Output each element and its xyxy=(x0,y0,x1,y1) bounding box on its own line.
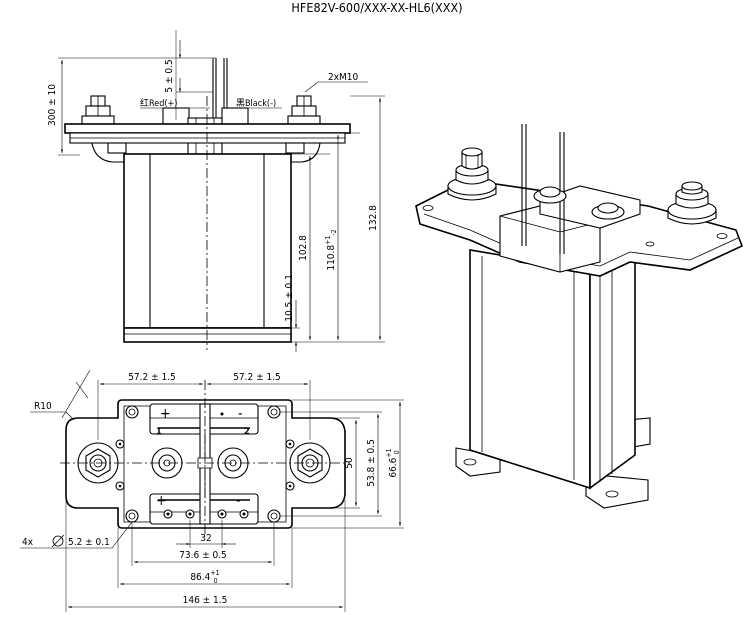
mount-hole-bl xyxy=(125,509,139,523)
mount-hole-tl xyxy=(125,405,139,419)
dim-radius: R10 xyxy=(34,401,52,412)
dim-body-height: 102.8 xyxy=(298,235,309,261)
dim-thread: 2xM10 xyxy=(328,72,359,83)
svg-text:66.6+10: 66.6+10 xyxy=(385,448,401,477)
dim-right-pitch: 57.2 ± 1.5 xyxy=(233,372,281,383)
dim-wire-length: 300 ± 10 xyxy=(47,84,58,126)
dim-hole-pitch: 73.6 ± 0.5 xyxy=(179,550,227,561)
dim-inner: 32 xyxy=(200,533,211,544)
diameter-icon xyxy=(51,534,65,548)
dim-wire-tip: 5 ± 0.5 xyxy=(164,59,175,92)
mark-minus-bottom: - xyxy=(236,493,241,509)
dim-body-width-tol-lower: 0 xyxy=(214,577,218,585)
dim-v2: 53.8 ± 0.5 xyxy=(366,439,377,487)
label-black: 黑Black(-) xyxy=(236,98,276,109)
bottom-view: + - 1 2 + - xyxy=(20,369,404,612)
terminal-right xyxy=(289,442,331,484)
dim-v3-tol-upper: +1 xyxy=(385,448,393,457)
dim-v3: 66.6 xyxy=(388,457,399,477)
front-terminal-left xyxy=(81,95,115,125)
dim-base-height: 10.5 ± 0.1 xyxy=(284,274,295,322)
mark-minus-top: - xyxy=(238,406,243,422)
mark-plus-top: + xyxy=(160,406,171,422)
dim-v1: 50 xyxy=(344,457,355,469)
dim-hole: 4x xyxy=(22,537,34,548)
isometric-view xyxy=(415,124,744,509)
dim-mount-tol-upper: +1 xyxy=(324,236,332,245)
dim-hole-dia: 5.2 ± 0.1 xyxy=(68,537,110,548)
mount-hole-br xyxy=(267,509,281,523)
dim-left-pitch: 57.2 ± 1.5 xyxy=(128,372,176,383)
dim-total-height: 132.8 xyxy=(368,205,379,231)
svg-text:86.4+10: 86.4+10 xyxy=(190,569,219,585)
label-red: 红Red(+) xyxy=(140,97,177,109)
dim-mount-height: 110.8 xyxy=(326,245,337,271)
iso-terminal-left xyxy=(447,147,497,201)
front-terminal-right xyxy=(287,95,321,125)
iso-terminal-right xyxy=(667,181,717,225)
dim-body-width-tol-upper: +1 xyxy=(210,569,219,577)
dim-total-width: 146 ± 1.5 xyxy=(183,595,228,606)
mark-1: 1 xyxy=(156,427,162,437)
mark-2: 2 xyxy=(244,427,250,437)
front-view: 300 ± 10 5 ± 0.5 红Red(+) 黑Black(-) 2xM10… xyxy=(47,30,385,352)
dim-mount-tol-lower: -2 xyxy=(330,229,338,235)
drawing-title: HFE82V-600/XXX-XX-HL6(XXX) xyxy=(291,0,462,15)
svg-text:110.8+1-2: 110.8+1-2 xyxy=(324,229,338,270)
dim-v3-tol-lower: 0 xyxy=(393,450,401,454)
mark-plus-bottom: + xyxy=(156,493,167,509)
dim-body-width: 86.4 xyxy=(190,572,210,583)
mount-hole-tr xyxy=(267,405,281,419)
